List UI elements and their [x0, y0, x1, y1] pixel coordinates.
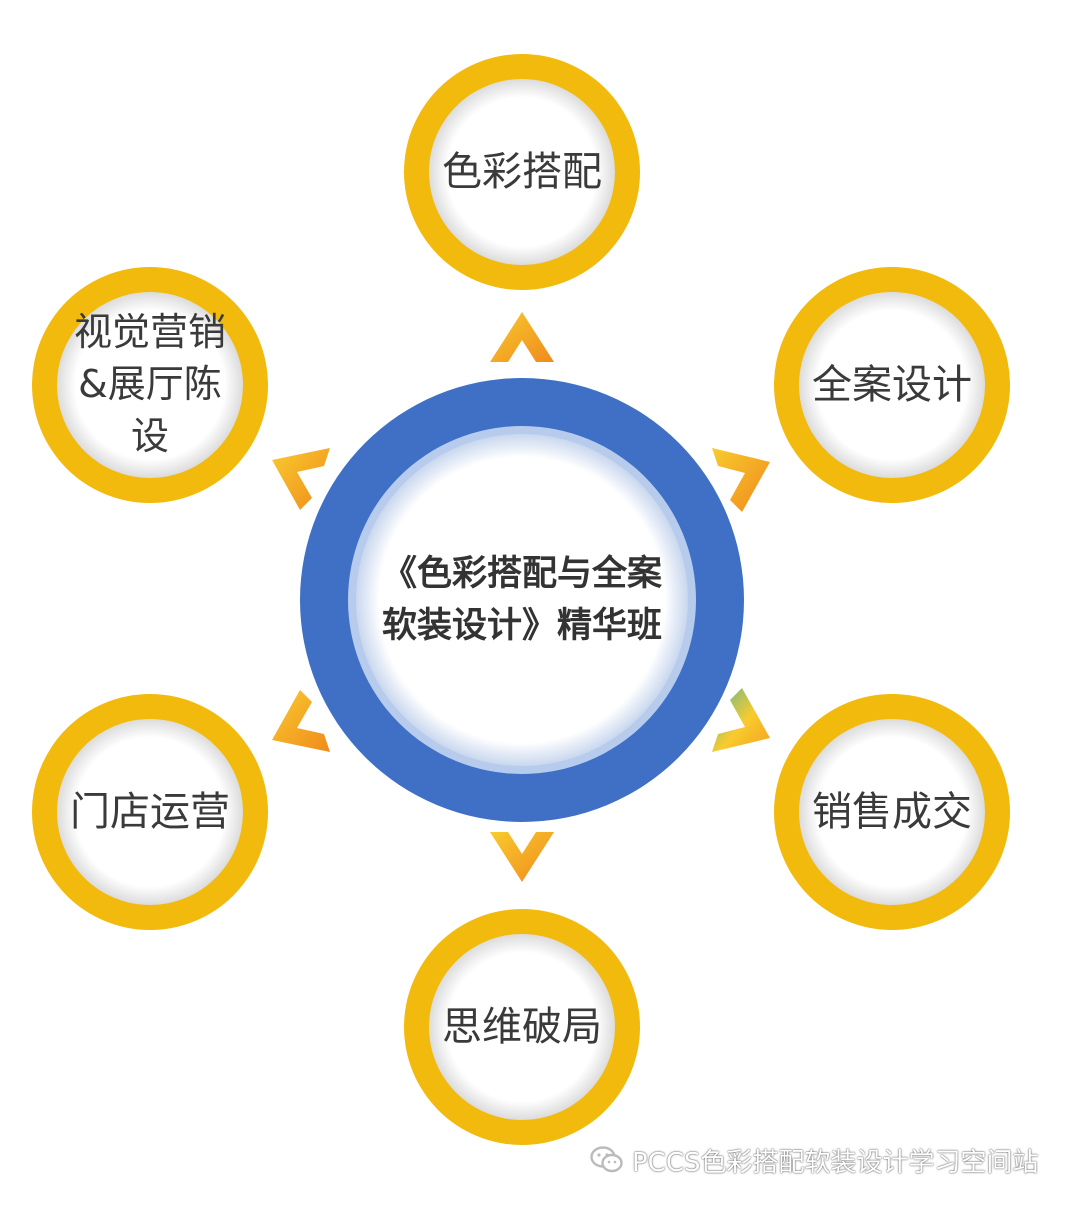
node-ring-full-case-design: [774, 267, 1010, 503]
wechat-icon: [590, 1145, 624, 1175]
center-ring: [300, 378, 744, 822]
node-label-visual-marketing: 视觉营销 &展厅陈 设: [73, 310, 226, 458]
arrow-lower-left-icon: [272, 690, 330, 752]
node-label-sales-deal: 销售成交: [812, 788, 972, 835]
node-label-store-operation: 门店运营: [70, 788, 230, 835]
arrow-lower-right-icon: [712, 688, 770, 752]
node-ring-color-matching: [404, 54, 640, 290]
node-ring-store-operation: [32, 694, 268, 930]
watermark-text: PCCS色彩搭配软装设计学习空间站: [632, 1147, 1039, 1178]
node-ring-thinking-breakthrough: [404, 909, 640, 1145]
watermark: PCCS色彩搭配软装设计学习空间站: [590, 1140, 1039, 1180]
arrow-down-icon: [490, 832, 554, 882]
arrow-up-icon: [490, 312, 554, 362]
node-label-thinking-breakthrough: 思维破局: [442, 1003, 602, 1050]
node-ring-sales-deal: [774, 694, 1010, 930]
center-title: 《色彩搭配与全案 软装设计》精华班: [381, 553, 662, 647]
node-ring-visual-marketing: [32, 267, 268, 503]
node-label-color-matching: 色彩搭配: [442, 148, 602, 195]
arrow-upper-left-icon: [272, 448, 330, 510]
arrow-upper-right-icon: [712, 448, 770, 512]
node-label-full-case-design: 全案设计: [812, 361, 972, 408]
